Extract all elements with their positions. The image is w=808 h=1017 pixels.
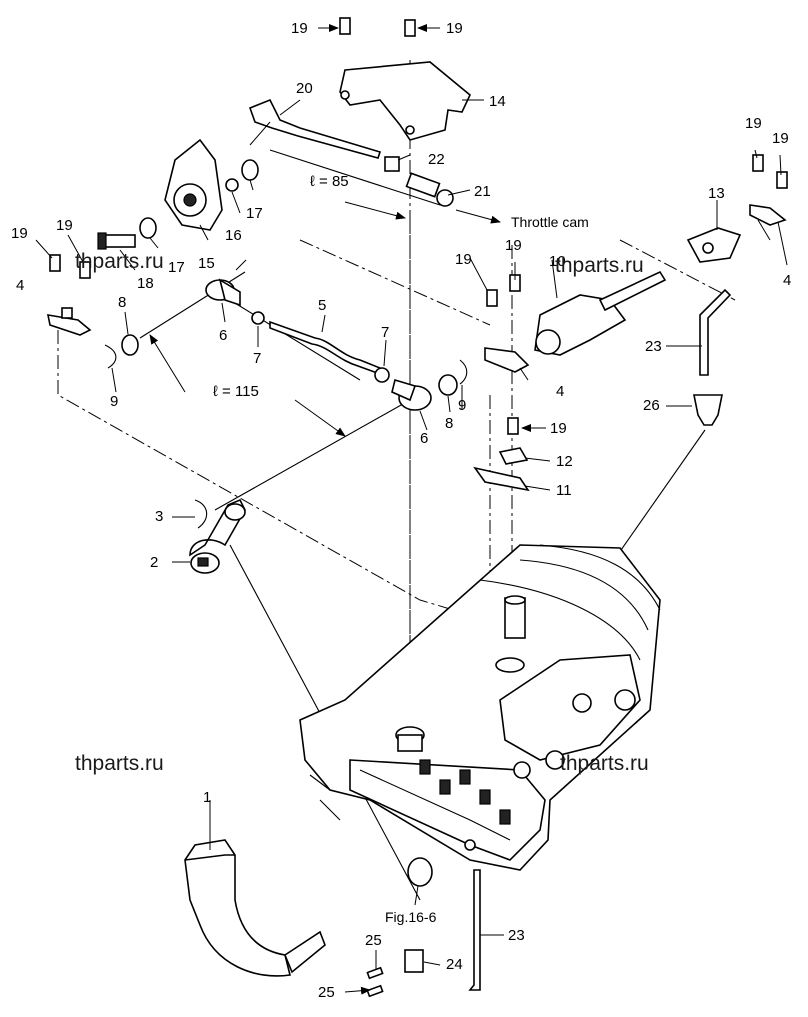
cable-bracket bbox=[339, 61, 471, 141]
tiller-handle bbox=[184, 839, 326, 977]
pin-25a bbox=[366, 966, 384, 980]
callout-9-left: 9 bbox=[110, 393, 118, 410]
throttle-link-20 bbox=[248, 98, 382, 159]
nut-lower bbox=[374, 367, 390, 383]
grommet-26 bbox=[693, 394, 723, 426]
callout-19-left-b: 19 bbox=[56, 217, 73, 234]
screw-19e bbox=[486, 289, 498, 307]
screw-19c bbox=[49, 254, 61, 272]
callout-labels: 1 2 3 4 4 4 5 6 6 7 7 8 8 9 9 10 11 12 1… bbox=[11, 20, 791, 1001]
callout-19-center-b: 19 bbox=[505, 237, 522, 254]
callout-11: 11 bbox=[556, 482, 572, 499]
bracket-center bbox=[484, 347, 530, 373]
callout-8-left: 8 bbox=[118, 294, 126, 311]
callout-7-upper: 7 bbox=[253, 350, 261, 367]
throttle-cam-label: Throttle cam bbox=[511, 214, 589, 230]
callout-4-left: 4 bbox=[16, 277, 24, 294]
watermark-top-right: thparts.ru bbox=[555, 254, 644, 277]
screw-19d bbox=[79, 261, 91, 279]
plate-11 bbox=[473, 466, 530, 492]
nut-22 bbox=[384, 156, 400, 172]
washer-17-lower bbox=[139, 217, 157, 239]
screw-19a bbox=[339, 17, 351, 35]
callout-19-left-a: 19 bbox=[11, 225, 28, 242]
bolt-18 bbox=[97, 232, 136, 250]
watermarks: thparts.ru thparts.ru thparts.ru thparts… bbox=[75, 250, 649, 775]
callout-24: 24 bbox=[446, 956, 463, 973]
washer-left bbox=[121, 334, 139, 356]
callout-19-center-a: 19 bbox=[455, 251, 472, 268]
callout-12: 12 bbox=[556, 453, 573, 470]
callout-19-right-b: 19 bbox=[772, 130, 789, 147]
callout-25-lower: 25 bbox=[318, 984, 335, 1001]
figure-reference: Fig.16-6 bbox=[385, 909, 437, 925]
rod-end-21 bbox=[405, 172, 454, 207]
callout-4-center: 4 bbox=[556, 383, 564, 400]
callout-8-right: 8 bbox=[445, 415, 453, 432]
nut-upper bbox=[251, 311, 265, 325]
callout-1: 1 bbox=[203, 789, 211, 806]
washer-right bbox=[438, 374, 458, 396]
callout-17-lower: 17 bbox=[168, 259, 185, 276]
bracket-right bbox=[749, 204, 787, 226]
callout-17-upper: 17 bbox=[246, 205, 263, 222]
plate-12 bbox=[498, 447, 529, 465]
callout-23-upper: 23 bbox=[645, 338, 662, 355]
bottom-cowl-assembly bbox=[299, 544, 661, 871]
callout-19-top-right: 19 bbox=[446, 20, 463, 37]
callout-14: 14 bbox=[489, 93, 506, 110]
shift-lever bbox=[189, 498, 246, 574]
callout-3: 3 bbox=[155, 508, 163, 525]
collar-16 bbox=[225, 178, 239, 192]
clip-left bbox=[104, 344, 117, 369]
callout-26: 26 bbox=[643, 397, 660, 414]
callout-15: 15 bbox=[198, 255, 215, 272]
callout-25-upper: 25 bbox=[365, 932, 382, 949]
callout-16: 16 bbox=[225, 227, 242, 244]
throttle-control-lever bbox=[534, 270, 667, 356]
clip-right bbox=[459, 359, 468, 385]
callout-10: 10 bbox=[549, 253, 566, 270]
screw-19b bbox=[404, 19, 416, 37]
callout-23-lower: 23 bbox=[508, 927, 525, 944]
collar-24 bbox=[404, 949, 424, 973]
callout-5: 5 bbox=[318, 297, 326, 314]
callout-18: 18 bbox=[137, 275, 154, 292]
callout-13: 13 bbox=[708, 185, 725, 202]
callout-19-right-a: 19 bbox=[745, 115, 762, 132]
part-13-connector bbox=[686, 227, 742, 263]
throttle-rod bbox=[269, 320, 381, 376]
callout-4-right: 4 bbox=[783, 272, 791, 289]
throttle-pulley bbox=[164, 138, 223, 231]
screw-19i bbox=[507, 417, 519, 435]
callout-19-top-left: 19 bbox=[291, 20, 308, 37]
shift-rod-upper bbox=[699, 288, 732, 376]
ball-joint-upper bbox=[205, 278, 241, 307]
length-115-label: ℓ = 115 bbox=[213, 383, 259, 400]
callout-22: 22 bbox=[428, 151, 445, 168]
screw-19h bbox=[776, 171, 788, 189]
ball-joint-lower bbox=[391, 378, 432, 411]
bracket-left bbox=[46, 307, 92, 336]
callout-2: 2 bbox=[150, 554, 158, 571]
pin-25b bbox=[366, 984, 384, 998]
washer-17-upper bbox=[241, 159, 259, 181]
watermark-bottom-left: thparts.ru bbox=[75, 752, 164, 775]
callout-6-lower: 6 bbox=[420, 430, 428, 447]
shift-rod-lower bbox=[468, 869, 481, 991]
screw-19g bbox=[752, 154, 764, 172]
length-85-label: ℓ = 85 bbox=[310, 173, 349, 190]
callout-9-right: 9 bbox=[458, 397, 466, 414]
callout-7-lower: 7 bbox=[381, 324, 389, 341]
leader-lines bbox=[35, 24, 788, 995]
callout-19-plate: 19 bbox=[550, 420, 567, 437]
callout-21: 21 bbox=[474, 183, 491, 200]
callout-20: 20 bbox=[296, 80, 313, 97]
watermark-bottom-right: thparts.ru bbox=[560, 752, 649, 775]
callout-6-upper: 6 bbox=[219, 327, 227, 344]
annotations: ℓ = 85 ℓ = 115 Throttle cam Fig.16-6 bbox=[213, 173, 589, 925]
watermark-top-left: thparts.ru bbox=[75, 250, 164, 273]
washer-fig16-6 bbox=[407, 857, 433, 887]
